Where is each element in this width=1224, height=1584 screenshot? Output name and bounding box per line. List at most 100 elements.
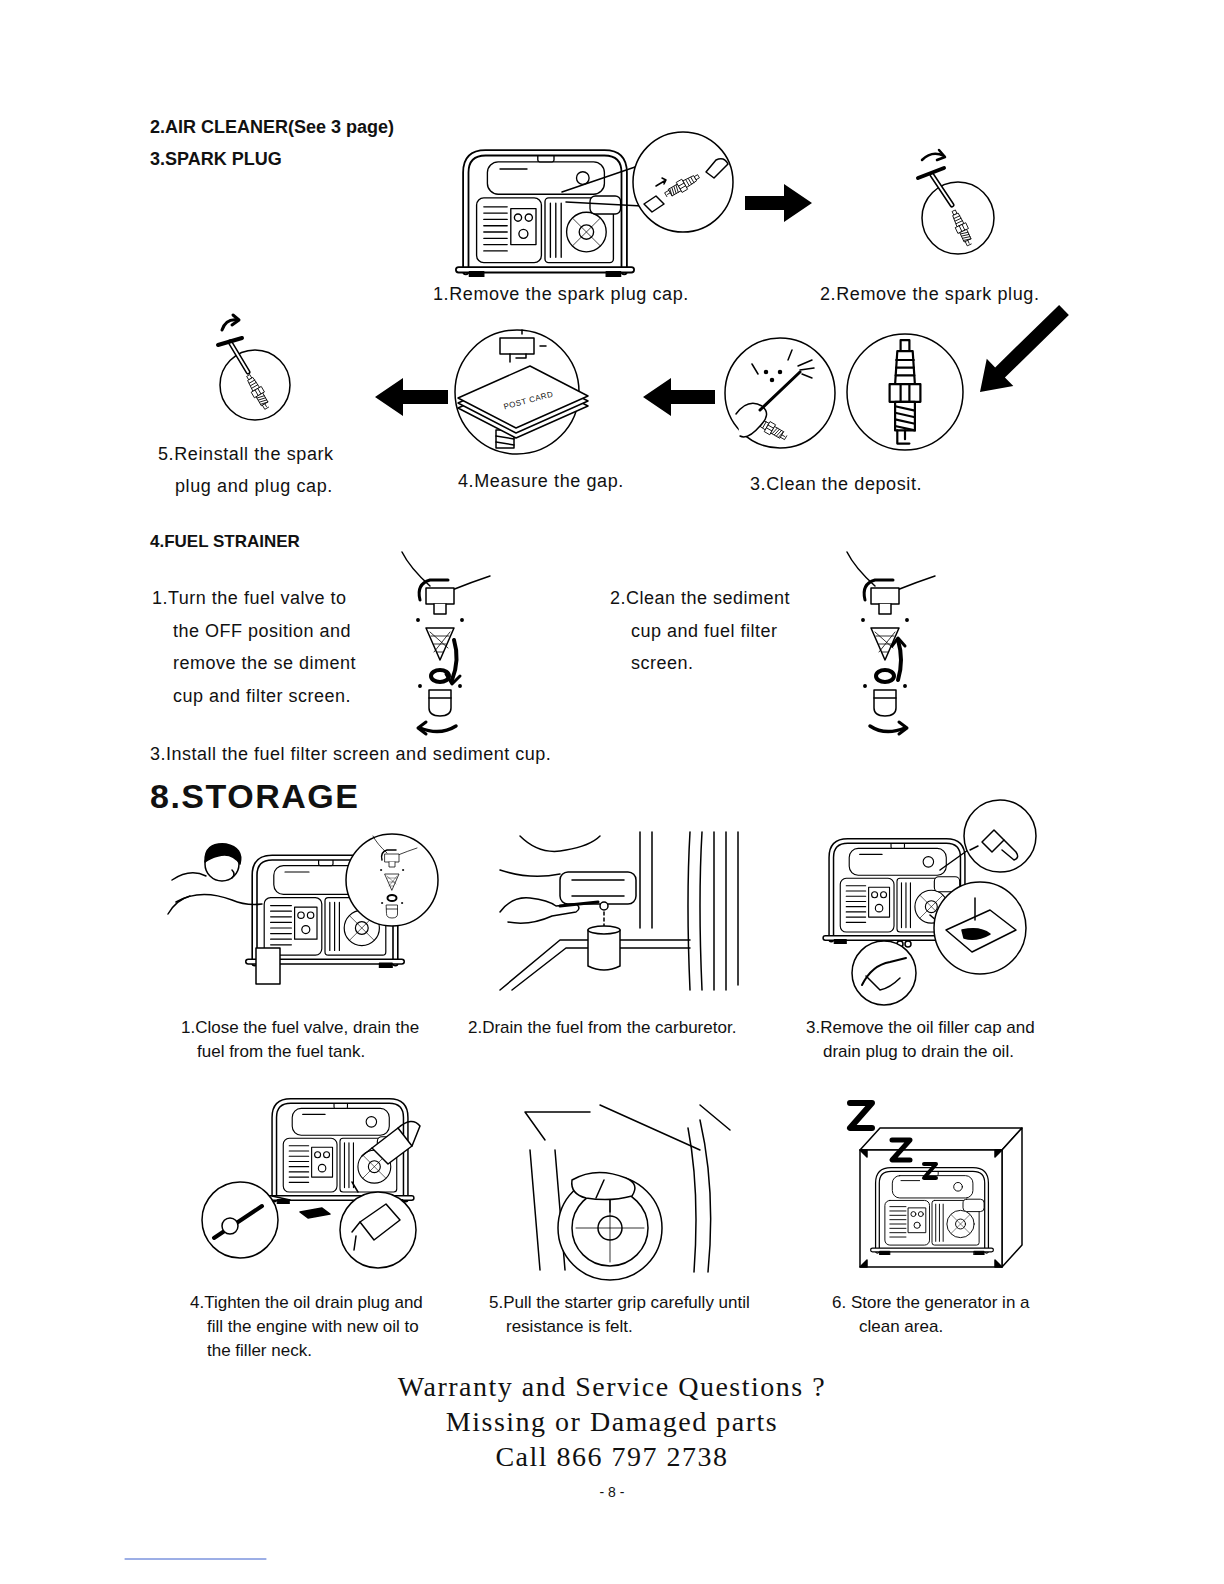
storage-figure [850,1103,872,1128]
step-caption: 2.Remove the spark plug. [820,281,1068,307]
oil-drain-figure [974,898,976,920]
step-caption: 1.Turn the fuel valve to the OFF positio… [152,582,367,712]
fuel-valve-figure [870,726,905,732]
plug-closeup [847,334,963,450]
storage-figure [872,1169,991,1255]
cleaning-callout [798,360,814,378]
card-label: POST CARD [503,390,555,412]
oil-drain-figure [852,941,916,1005]
starter-figure [572,1172,635,1199]
storage-figure [860,1150,1002,1267]
step-panel: 5.Reinstall the spark plug and plug cap. [150,315,375,505]
oil-drain-figure [946,910,1016,952]
storage-figure [924,1164,936,1178]
carburetor-drain-figure [500,870,560,876]
starter-figure [596,1180,610,1212]
page-rule [125,1559,266,1560]
manual-illustrations [125,132,1036,1559]
oil-drain-figure [866,976,900,990]
oil-refill-figure [362,1148,372,1156]
step-panel: 3.Clean the deposit. [715,335,980,500]
oil-refill-figure [340,1192,416,1268]
carburetor-drain-figure [520,836,600,851]
carburetor-drain-figure [640,832,652,928]
gap-measure-callout [496,436,514,445]
plug-removal-callout [937,150,945,160]
section-heading: 4.FUEL STRAINER [150,532,300,552]
reinstall-callout [244,373,272,411]
oil-refill-figure [372,1128,412,1164]
step-caption: 6. Store the generator in a clean area. [832,1291,1042,1339]
plug-removal-callout [949,208,975,247]
oil-refill-figure [352,1182,358,1192]
step-caption: 5.Reinstall the spark plug and plug cap. [158,438,369,502]
oil-drain-figure [825,800,1036,1005]
gap-measure-callout [522,330,546,346]
carburetor-drain-figure [588,930,620,970]
plug-removal-callout [918,150,994,254]
fuel-drain-figure [346,834,438,926]
step-arrow [980,305,1069,392]
cleaning-callout [779,371,782,374]
oil-refill-figure [202,1101,420,1268]
starter-figure [525,1112,590,1140]
starter-figure [600,1105,730,1150]
carburetor-drain-figure [500,898,579,923]
fuel-valve-figure [452,640,457,680]
chapter-heading: 8.STORAGE [150,776,359,817]
step-panel: 2.Remove the spark plug. [812,135,1074,310]
carburetor-drain-figure [560,902,598,906]
carburetor-drain-figure [572,880,624,896]
step-panel: 1.Remove the spark plug cap. [425,135,745,310]
step-arrow [643,378,715,416]
storage-figure [1002,1128,1022,1267]
cleaning-callout [771,379,774,382]
step-panel: 4.Measure the gap. [448,325,643,497]
fuel-drain-figure [232,870,234,878]
starter-figure [688,1120,711,1272]
oil-drain-figure [934,882,1026,974]
gap-measure-callout [500,338,534,354]
oil-refill-figure [202,1182,278,1258]
section-heading: 3.SPARK PLUG [150,149,282,171]
fuel-drain-figure [373,836,417,918]
plug-cap-callout [633,132,733,232]
footer-note: Warranty and Service Questions ? [0,1370,1224,1404]
footer-note: Missing or Damaged parts [0,1405,1224,1439]
step-caption: 3.Remove the oil filler cap and drain pl… [806,1016,1041,1064]
reinstall-callout [232,315,239,325]
fuel-drain-figure [168,834,438,984]
carburetor-drain-figure [688,832,738,990]
oil-drain-figure [862,958,906,985]
page-number: - 8 - [0,1484,1224,1501]
fuel-valve-figure [898,640,901,680]
fuel-valve-figure [446,674,460,684]
step-caption: 2.Drain the fuel from the carburetor. [468,1016,736,1040]
generator-figure [459,153,632,277]
plug-removal-callout [922,182,994,254]
oil-refill-figure [222,1218,238,1234]
reinstall-callout [220,350,290,420]
cleaning-callout [760,372,800,410]
fuel-valve-figure [892,638,905,646]
fuel-valve-figure [899,722,907,734]
starter-figure [525,1105,730,1280]
step-caption: 4.Tighten the oil drain plug and fill th… [190,1291,430,1363]
step-caption: 1.Remove the spark plug cap. [433,281,739,307]
carburetor-drain-figure [600,902,608,910]
oil-refill-figure [398,1121,420,1146]
step-caption: 2.Clean the sediment cup and fuel filter… [610,582,825,680]
oil-drain-figure [970,846,978,850]
plug-closeup [890,340,921,443]
plug-removal-callout [932,175,952,205]
oil-refill-figure [300,1208,330,1218]
plug-cap-callout [633,132,733,232]
fuel-valve-figure [402,552,490,734]
gap-measure-callout [458,366,588,428]
page-rule [125,1558,266,1560]
reinstall-callout [230,342,248,372]
storage-figure [860,1128,1022,1150]
cleaning-callout [725,338,835,448]
section-heading: 2.AIR CLEANER(See 3 page) [150,117,394,139]
